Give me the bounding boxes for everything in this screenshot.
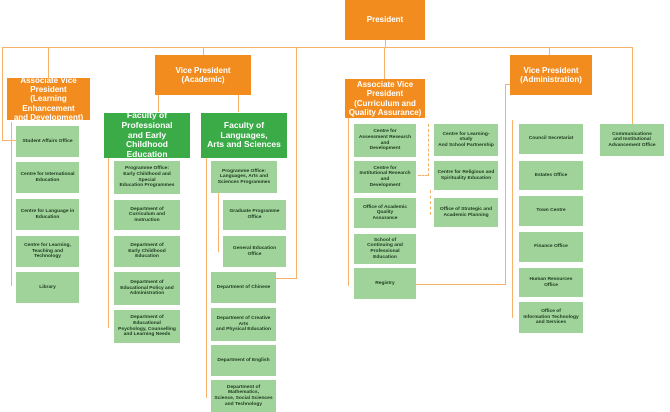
curriculum-unit-box: Office of Academic Quality Assurance — [354, 198, 416, 228]
connector-line — [2, 140, 16, 141]
dashed-connector-line — [430, 190, 431, 215]
admin-unit-box: Office of Information Technology and Ser… — [519, 302, 583, 333]
avp-curriculum-box: Associate Vice President (Curriculum and… — [345, 79, 425, 118]
curriculum-unit-box: School of Continuing and Professional Ed… — [354, 234, 416, 264]
communications-office-box: Communications and Institutional Advance… — [600, 124, 664, 156]
dashed-connector-line — [418, 175, 428, 176]
learning-unit-box: Library — [16, 272, 79, 303]
flass-department-box: Department of Mathematics, Science, Soci… — [211, 380, 276, 412]
admin-unit-box: Finance Office — [519, 232, 583, 262]
connector-line — [416, 284, 506, 285]
fpecd-unit-box: Programme Office: Early Childhood and Sp… — [114, 161, 180, 194]
learning-unit-box: Centre for Learning, Teaching and Techno… — [16, 236, 79, 267]
connector-line — [206, 158, 207, 398]
connector-line — [2, 47, 3, 140]
flass-programme-office-box: Programme Office: Languages, Arts and Sc… — [211, 161, 277, 193]
connector-line — [632, 47, 633, 124]
connector-line — [505, 84, 506, 284]
connector-line — [2, 47, 633, 48]
fpecd-unit-box: Department of Curriculum and Instruction — [114, 200, 180, 230]
connector-line — [11, 122, 12, 286]
connector-line — [549, 47, 550, 55]
curriculum-unit-box: Registry — [354, 268, 416, 299]
admin-unit-box: Town Centre — [519, 196, 583, 226]
connector-line — [276, 278, 297, 279]
connector-line — [512, 120, 513, 318]
learning-unit-box: Centre for Language in Education — [16, 199, 79, 230]
flass-department-box: Department of English — [211, 345, 276, 376]
flass-department-box: Department of Chinese — [211, 272, 276, 303]
fpecd-unit-box: Department of Educational Policy and Adm… — [114, 272, 180, 305]
vp-administration-box: Vice President (Administration) — [510, 55, 592, 95]
curriculum-unit-box: Centre for Religious and Spirituality Ed… — [434, 161, 498, 190]
connector-line — [218, 192, 219, 252]
faculty-fpecd-box: Faculty of Professional and Early Childh… — [104, 110, 190, 159]
flass-department-box: Department of Creative Arts and Physical… — [211, 308, 276, 341]
curriculum-unit-box: Centre for Assessment Research and Devel… — [354, 124, 416, 157]
curriculum-unit-box: Office of Strategic and Academic Plannin… — [434, 198, 498, 227]
admin-unit-box: Estates Office — [519, 161, 583, 190]
avp-learning-box: Associate Vice President (Learning Enhan… — [7, 76, 90, 122]
connector-line — [385, 40, 386, 48]
flass-sub-office-box: Graduate Programme Office — [223, 200, 286, 230]
connector-line — [108, 158, 109, 328]
connector-line — [48, 47, 49, 78]
curriculum-unit-box: Centre for Learning-study And School Par… — [434, 124, 498, 156]
vp-academic-box: Vice President (Academic) — [155, 55, 251, 95]
connector-line — [384, 47, 385, 79]
admin-unit-box: Human Resources Office — [519, 268, 583, 297]
fpecd-unit-box: Department of Educational Psychology, Co… — [114, 310, 180, 343]
fpecd-unit-box: Department of Early Childhood Education — [114, 236, 180, 267]
connector-line — [348, 118, 349, 286]
learning-unit-box: Student Affairs Office — [16, 126, 79, 157]
dashed-connector-line — [428, 124, 429, 176]
connector-line — [296, 47, 297, 278]
flass-sub-office-box: General Education Office — [223, 236, 286, 267]
curriculum-unit-box: Centre for Institutional Research and De… — [354, 161, 416, 193]
admin-unit-box: Council Secretariat — [519, 124, 583, 154]
president-box: President — [345, 0, 425, 40]
faculty-flass-box: Faculty of Languages, Arts and Sciences — [201, 113, 287, 158]
connector-line — [203, 47, 204, 55]
connector-line — [505, 84, 510, 85]
learning-unit-box: Centre for International Education — [16, 162, 79, 193]
